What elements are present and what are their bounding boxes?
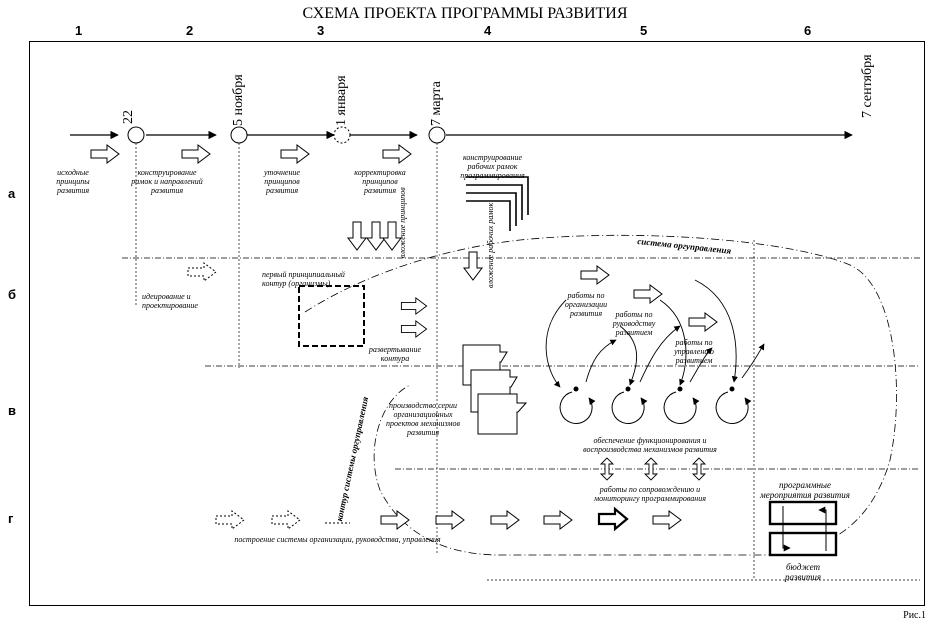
date-sep7: 7 сентября	[860, 54, 875, 118]
milestone-jan1	[333, 126, 351, 144]
block-arrow-frames	[181, 144, 211, 164]
stage-number-3: 3	[317, 23, 325, 38]
block-arrow-build-3	[490, 510, 520, 530]
organisational-system-loop	[304, 234, 897, 556]
stepped-lines	[466, 176, 529, 231]
date-jan1: 1 января	[334, 75, 349, 126]
block-arrow-build-bold	[597, 506, 629, 532]
block-arrow-work-org	[580, 265, 610, 285]
timeline-milestones	[127, 126, 446, 144]
milestone-22	[127, 126, 145, 144]
stage-number-1: 1	[75, 23, 83, 38]
row-label-v: в	[8, 403, 16, 418]
milestone-mar7	[428, 126, 446, 144]
double-arrows	[599, 457, 707, 481]
label-embed-frames: вложение рабочих рамок	[486, 202, 495, 288]
block-arrow-work-lead	[633, 284, 663, 304]
stage-number-6: 6	[804, 23, 812, 38]
label-embed-principles: вложение принципов	[398, 187, 407, 258]
block-arrow-clarify	[280, 144, 310, 164]
page-title: СХЕМА ПРОЕКТА ПРОГРАММЫ РАЗВИТИЯ	[302, 5, 628, 22]
down-arrow-embed-frames	[463, 251, 483, 281]
label-build-system: построение системы организации, руководс…	[234, 535, 441, 544]
stage-number-4: 4	[484, 23, 492, 38]
down-arrow-embed-2	[366, 221, 386, 251]
down-arrow-embed-1	[347, 221, 367, 251]
diagram-frame	[29, 41, 925, 606]
block-arrow-correct	[382, 144, 412, 164]
block-arrow-deploy-1	[400, 297, 428, 315]
production-documents	[462, 344, 528, 435]
row-label-b: б	[8, 287, 17, 302]
block-arrow-principles	[90, 144, 120, 164]
block-arrow-build-1	[380, 510, 410, 530]
row-label-a: а	[8, 186, 16, 201]
date-22: 22	[121, 110, 136, 124]
block-arrow-build-2	[435, 510, 465, 530]
block-arrow-work-mgmt	[688, 312, 718, 332]
row-separators	[122, 257, 920, 581]
figure-label: Рис.1	[903, 610, 926, 621]
cycle-dots	[573, 386, 735, 392]
block-arrow-deploy-2	[400, 320, 428, 338]
row-label-g: г	[8, 511, 14, 526]
program-boxes	[768, 500, 838, 557]
first-contour-box	[298, 285, 365, 347]
date-nov5: 5 ноября	[231, 74, 246, 126]
milestone-nov5	[230, 126, 248, 144]
block-arrow-build-6	[652, 510, 682, 530]
block-arrow-build-4	[543, 510, 573, 530]
stage-number-5: 5	[640, 23, 648, 38]
curved-arrows	[545, 279, 765, 388]
date-mar7: 7 марта	[429, 81, 444, 126]
vertical-guides	[135, 143, 755, 580]
dotted-arrow-ideation	[187, 262, 217, 282]
dotted-arrows-build	[215, 510, 301, 530]
cycles	[559, 391, 752, 424]
stage-number-2: 2	[186, 23, 194, 38]
